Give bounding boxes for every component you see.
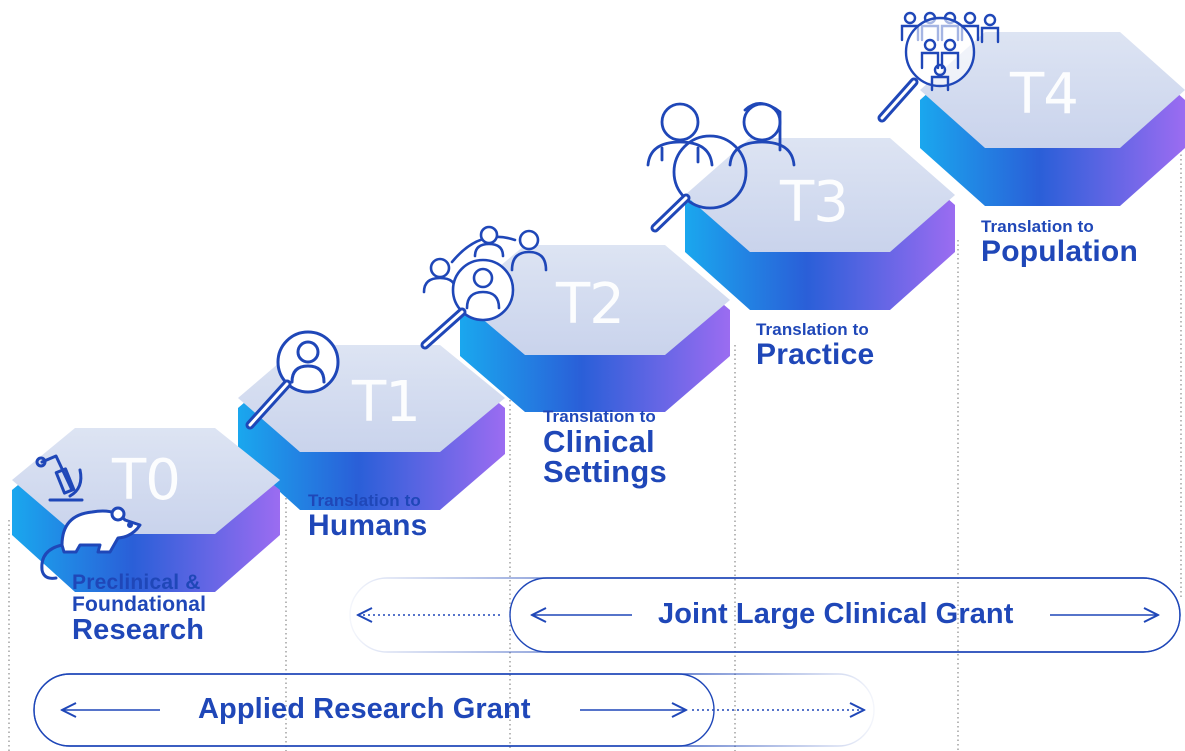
caption-t4-main: Population	[981, 235, 1138, 268]
caption-t1-main: Humans	[308, 509, 428, 542]
stage-label-t2: T2	[556, 272, 625, 337]
hex-t4	[920, 32, 1185, 206]
applied-grant-label: Applied Research Grant	[198, 693, 531, 725]
joint-grant-pill	[349, 577, 1181, 653]
population-icon	[877, 11, 1000, 123]
magnifier-person-icon	[245, 330, 340, 430]
magnifier-group-icon	[420, 225, 548, 350]
caption-t0: Preclinical & Foundational Research	[72, 571, 207, 647]
microscope-icon	[35, 454, 84, 502]
caption-t1-pre: Translation to	[308, 491, 421, 510]
caption-t2-line1: Clinical	[543, 424, 655, 459]
caption-t3-pre: Translation to	[756, 320, 869, 339]
stage-label-t0: T0	[112, 448, 181, 513]
caption-t0-line3: Research	[72, 614, 205, 647]
stage-label-t3: T3	[780, 170, 849, 235]
caption-t0-line1: Preclinical &	[72, 571, 201, 594]
caption-t2: Translation to Clinical Settings	[543, 408, 667, 488]
caption-t3-main: Practice	[756, 338, 875, 371]
caption-t0-line2: Foundational	[72, 593, 207, 617]
caption-t1: Translation to Humans	[308, 492, 428, 541]
stage-label-t1: T1	[352, 370, 421, 435]
mouse-icon	[40, 506, 142, 580]
stage-label-t4: T4	[1010, 62, 1079, 127]
hex-t0	[12, 428, 280, 592]
hex-t3	[685, 138, 955, 310]
applied-grant-pill	[33, 673, 875, 747]
guide-lines	[8, 150, 1182, 751]
caption-t2-pre: Translation to	[543, 407, 656, 426]
hex-t2	[460, 245, 730, 412]
caption-t2-line2: Settings	[543, 454, 667, 490]
joint-grant-label: Joint Large Clinical Grant	[658, 598, 1014, 630]
caption-t4-pre: Translation to	[981, 217, 1094, 236]
caption-t4: Translation to Population	[981, 218, 1138, 267]
doctors-icon	[646, 102, 796, 233]
caption-t3: Translation to Practice	[756, 321, 874, 370]
hex-t1	[238, 345, 505, 510]
